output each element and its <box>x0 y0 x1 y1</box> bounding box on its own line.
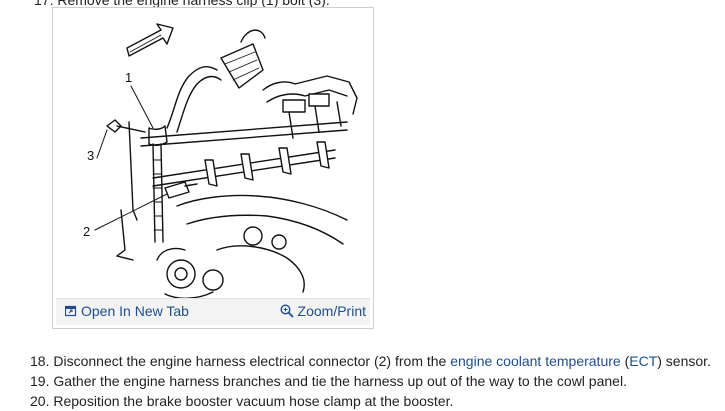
step-number: 19. <box>30 373 50 389</box>
engine-coolant-temperature-link[interactable]: engine coolant temperature <box>450 353 621 369</box>
previous-step: 17. Remove the engine harness clip (1) b… <box>34 0 330 9</box>
step-text-pre: Disconnect the engine harness electrical… <box>53 353 451 369</box>
engine-harness-illustration[interactable]: 1 2 3 <box>57 10 369 305</box>
callout-2: 2 <box>83 224 90 239</box>
ect-link[interactable]: ECT <box>629 353 658 369</box>
previous-step-number: 17. <box>34 0 54 8</box>
step-text-mid: ( <box>620 353 630 369</box>
figure-toolbar: Open In New Tab Zoom/Print <box>56 298 370 325</box>
open-in-new-tab-label: Open In New Tab <box>81 303 189 319</box>
step-19: 19. Gather the engine harness branches a… <box>30 372 711 392</box>
step-18: 18. Disconnect the engine harness electr… <box>30 352 711 372</box>
magnifier-icon <box>280 304 294 318</box>
step-text: Reposition the brake booster vacuum hose… <box>53 393 454 409</box>
callout-1: 1 <box>125 70 132 85</box>
open-in-new-tab-link[interactable]: Open In New Tab <box>65 303 189 319</box>
step-number: 18. <box>30 353 50 369</box>
zoom-print-label: Zoom/Print <box>297 303 366 319</box>
open-new-tab-icon <box>65 305 77 317</box>
step-text-post: ) sensor. <box>657 353 711 369</box>
previous-step-text: Remove the engine harness clip (1) bolt … <box>57 0 330 8</box>
step-20: 20. Reposition the brake booster vacuum … <box>30 392 711 411</box>
zoom-print-link[interactable]: Zoom/Print <box>280 303 366 319</box>
figure-container: 1 2 3 Open In New Tab Zoom/ <box>52 7 374 329</box>
procedure-steps: 18. Disconnect the engine harness electr… <box>30 352 711 411</box>
step-text: Gather the engine harness branches and t… <box>53 373 627 389</box>
step-number: 20. <box>30 393 50 409</box>
callout-3: 3 <box>87 148 94 163</box>
